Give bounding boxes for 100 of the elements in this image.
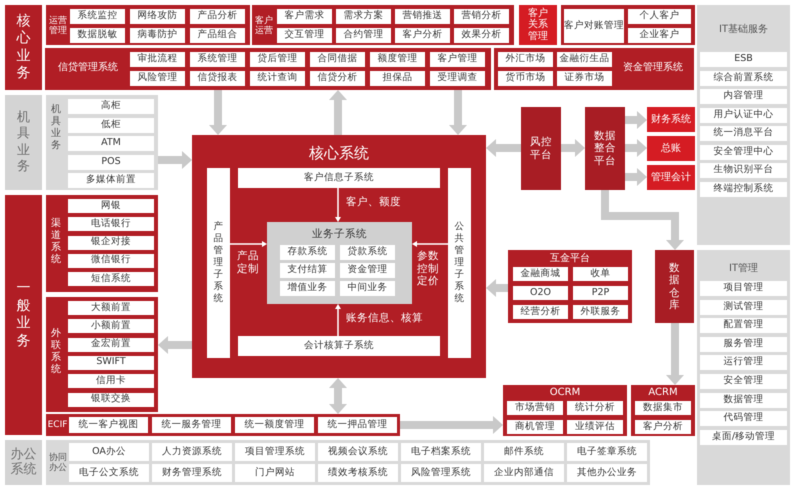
module-box: 公共管理子系统 — [448, 168, 471, 358]
arrow — [601, 190, 684, 250]
system-group — [697, 5, 790, 245]
system-group — [631, 385, 695, 436]
module-box: 病毒防护 — [130, 28, 185, 43]
module-box: 外联服务 — [573, 305, 628, 319]
module-box: 统一押品管理 — [318, 417, 397, 433]
module-box: 电子公文系统 — [69, 464, 149, 482]
module-box: 终端控制系统 — [700, 182, 787, 196]
module-box: 服务管理 — [700, 336, 787, 352]
module-box: 小额前置 — [68, 319, 154, 334]
arrow — [400, 416, 503, 434]
module-box: 审批流程 — [130, 52, 185, 67]
arrow — [158, 151, 192, 169]
arrow — [329, 378, 347, 414]
module-box: 会计核算子系统 — [238, 336, 440, 356]
group-title: 业务子系统 — [311, 227, 368, 241]
module-box: 担保品 — [370, 71, 425, 86]
module-box: 客户分析 — [635, 420, 691, 434]
system-group — [252, 5, 514, 45]
module-box: 统一客户视图 — [69, 417, 148, 433]
platform-box: 风控平台 — [521, 107, 561, 190]
module-box: 低柜 — [68, 118, 154, 133]
category-band: 一般业务 — [5, 195, 42, 435]
module-box: 绩效考核系统 — [318, 464, 398, 482]
system-box: 总账 — [647, 136, 695, 161]
arrow — [486, 279, 508, 297]
module-box: 市场营销 — [507, 401, 563, 415]
module-box: 银企对接 — [68, 236, 154, 250]
module-box: 项目管理系统 — [235, 443, 315, 461]
module-box: 信贷分析 — [310, 71, 365, 86]
group-title: ACRM — [647, 386, 679, 400]
module-box: 网银 — [68, 199, 154, 213]
edge-label: 客户、额度 — [346, 196, 401, 209]
system-group — [46, 195, 158, 292]
edge-label: 账务信息、核算 — [346, 312, 423, 325]
system-group — [508, 250, 632, 323]
module-box: 桌面/移动管理 — [700, 430, 787, 445]
arrow — [230, 241, 267, 247]
group-title: 渠道系统 — [50, 216, 62, 267]
module-box: 系统监控 — [70, 9, 125, 24]
arrow — [335, 188, 341, 222]
module-box: 其他办公业务 — [567, 464, 647, 482]
module-box: ESB — [700, 52, 787, 67]
module-box: 邮件系统 — [484, 443, 564, 461]
module-box: 货币市场 — [498, 71, 553, 86]
system-box: 客户关系管理 — [519, 5, 557, 45]
module-box: 经营分析 — [513, 305, 568, 319]
module-box: 效果分析 — [454, 28, 509, 43]
module-box: P2P — [573, 286, 628, 300]
arrow — [486, 139, 521, 157]
module-box: 客户分析 — [395, 28, 450, 43]
module-box: 金宏前置 — [68, 338, 154, 352]
module-box: 收单 — [573, 267, 628, 281]
arrow — [158, 336, 192, 354]
group-title: 外联系统 — [50, 327, 62, 377]
group-title: 核心系统 — [308, 143, 370, 164]
system-group — [46, 95, 158, 190]
module-box: 产品管理子系统 — [207, 168, 230, 358]
system-group — [46, 5, 250, 45]
module-box: 资金管理 — [340, 263, 395, 278]
module-box: 贷后管理 — [250, 52, 305, 67]
module-box: 存款系统 — [280, 245, 335, 260]
group-title: 协同办公 — [48, 452, 68, 475]
group-title: 互金平台 — [549, 252, 591, 266]
arrow — [329, 90, 347, 135]
system-box: 管理会计 — [647, 165, 695, 190]
arrow — [335, 304, 341, 336]
module-box: 统计查询 — [250, 71, 305, 86]
arrow — [625, 139, 647, 157]
module-box: 客户对账管理 — [564, 9, 624, 43]
module-box: 客户信息子系统 — [238, 168, 440, 188]
module-box: 风险管理系统 — [401, 464, 481, 482]
module-box: 统一服务管理 — [152, 417, 231, 433]
module-box: ATM — [68, 136, 154, 152]
module-box: 网络攻防 — [130, 9, 185, 24]
module-box: 数据集市 — [635, 401, 691, 415]
system-group — [46, 297, 158, 412]
module-box: 多媒体前置 — [68, 173, 154, 188]
module-box: 外汇市场 — [498, 52, 553, 67]
module-box: 需求方案 — [336, 9, 391, 24]
module-box: 短信系统 — [68, 272, 154, 286]
system-group — [45, 48, 491, 90]
module-box: 信用卡 — [68, 374, 154, 388]
module-box: 统计分析 — [567, 401, 623, 415]
module-box: 大额前置 — [68, 301, 154, 315]
category-band: 机具业务 — [5, 95, 42, 190]
module-box: 微信银行 — [68, 254, 154, 268]
module-box: POS — [68, 154, 154, 170]
group-frame — [561, 5, 695, 45]
module-box: 财务管理系统 — [152, 464, 232, 482]
arrow — [561, 139, 585, 157]
module-box: 数据脱敏 — [70, 28, 125, 43]
module-box: 电话银行 — [68, 217, 154, 232]
group-title: IT管理 — [728, 262, 760, 276]
module-box: 中间业务 — [340, 281, 395, 296]
group-title: 机具业务 — [50, 102, 62, 153]
module-box: 运行管理 — [700, 355, 787, 370]
module-box: 数据管理 — [700, 392, 787, 408]
module-box: 统一消息平台 — [700, 126, 787, 141]
